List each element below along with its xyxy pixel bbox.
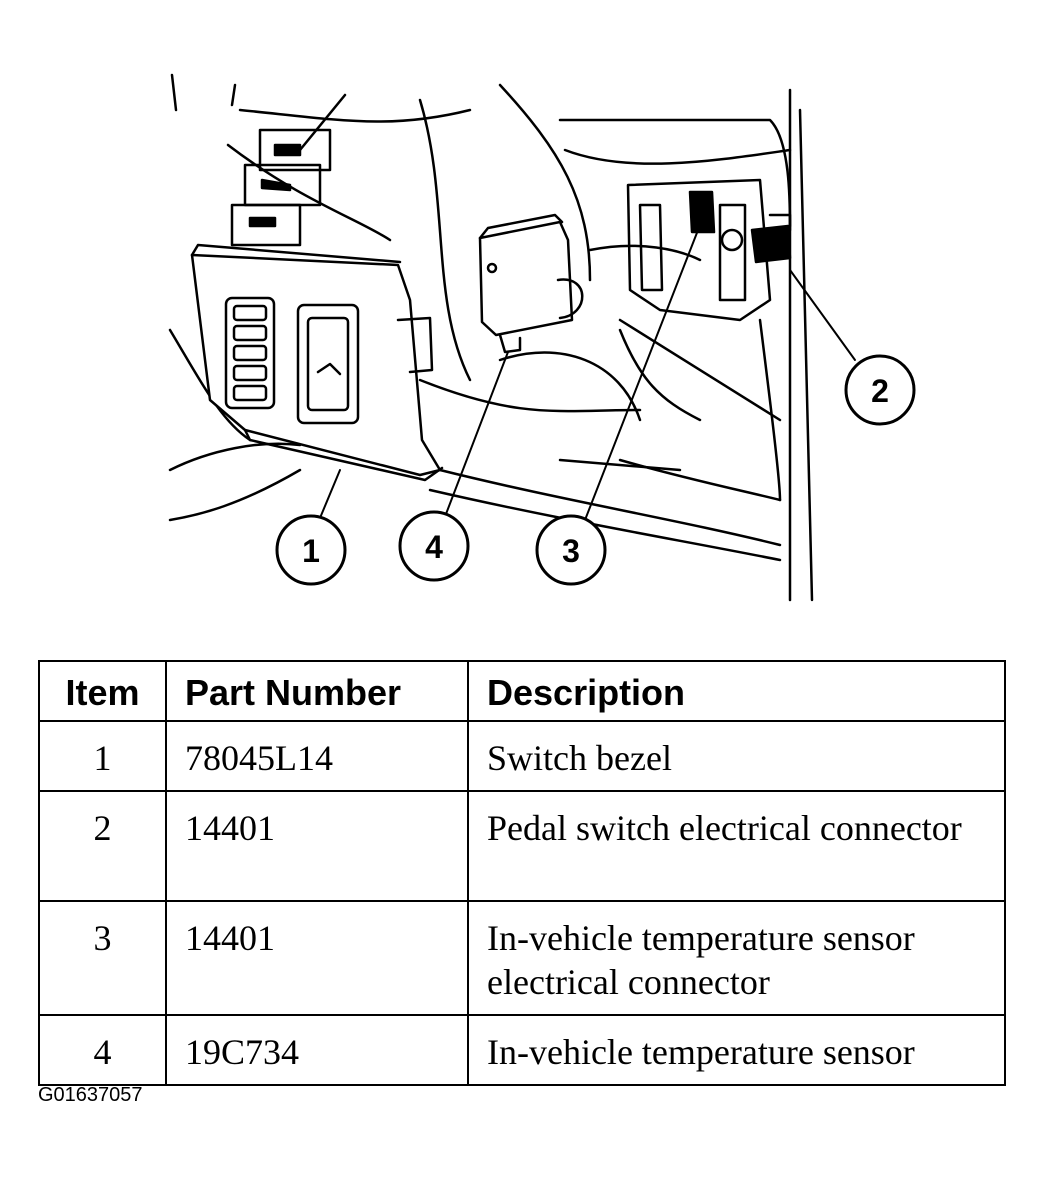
cell-item: 4: [38, 1014, 167, 1086]
pedal-switch-connector: [750, 213, 792, 264]
callout-2: 2: [844, 354, 916, 426]
cell-description: In-vehicle temperature sensor electrical…: [467, 900, 1006, 1016]
cell-description: In-vehicle temperature sensor: [467, 1014, 1006, 1086]
cell-part-number: 78045L14: [165, 720, 469, 792]
cell-description: Switch bezel: [467, 720, 1006, 792]
header-part-number: Part Number: [165, 660, 469, 722]
table-header-row: Item Part Number Description: [38, 660, 1006, 722]
cell-description: Pedal switch electrical connector: [467, 790, 1006, 902]
callout-1: 1: [275, 514, 347, 586]
upper-switch-cluster: [230, 128, 332, 247]
leader-lines: [319, 224, 856, 521]
cell-part-number: 14401: [165, 790, 469, 902]
dashboard-illustration: 1 4 3 2: [168, 73, 916, 602]
dashboard-contours: [168, 73, 814, 602]
header-item: Item: [38, 660, 167, 722]
table-row: 1 78045L14 Switch bezel: [38, 720, 1006, 792]
sensor-connector: [626, 178, 772, 322]
callout-2-label: 2: [871, 373, 889, 409]
callout-3: 3: [535, 514, 607, 586]
cell-item: 1: [38, 720, 167, 792]
cell-item: 2: [38, 790, 167, 902]
parts-table: Item Part Number Description 1 78045L14 …: [38, 660, 1006, 1086]
table-row: 3 14401 In-vehicle temperature sensor el…: [38, 900, 1006, 1016]
cell-part-number: 19C734: [165, 1014, 469, 1086]
header-description: Description: [467, 660, 1006, 722]
callout-3-label: 3: [562, 533, 580, 569]
callout-4-label: 4: [425, 529, 443, 565]
cell-part-number: 14401: [165, 900, 469, 1016]
cell-item: 3: [38, 900, 167, 1016]
figure-id: G01637057: [38, 1084, 143, 1106]
table-row: 4 19C734 In-vehicle temperature sensor: [38, 1014, 1006, 1086]
callout-4: 4: [398, 510, 470, 582]
temperature-sensor: [478, 213, 584, 354]
table-row: 2 14401 Pedal switch electrical connecto…: [38, 790, 1006, 902]
callout-1-label: 1: [302, 533, 320, 569]
switch-bezel: [190, 243, 444, 482]
